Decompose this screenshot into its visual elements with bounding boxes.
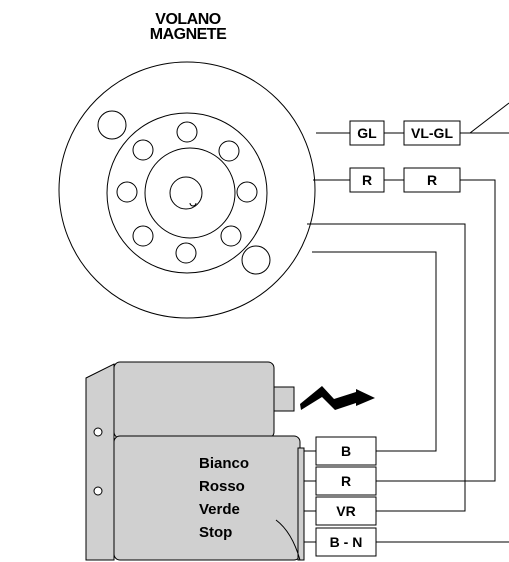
wire-r-to-connector [376, 179, 496, 482]
coil-mount-hole-bottom [93, 486, 103, 496]
coil-label-rosso: Rosso [199, 478, 245, 495]
flywheel-outer-rim [58, 61, 316, 319]
flywheel-shaft [169, 176, 203, 210]
coil-core [113, 361, 275, 439]
coil-mounting-plate [85, 363, 115, 561]
wire-bianco-to-connector [312, 251, 437, 452]
flywheel-inner-ring [106, 112, 268, 274]
shaft-key [189, 202, 197, 207]
label-gl: GL [357, 125, 377, 141]
coil-mount-hole-top [93, 427, 103, 437]
flywheel-hub-ring [144, 147, 236, 239]
flywheel-magneto [58, 61, 316, 319]
ground-lead [275, 519, 301, 561]
flywheel-bolt-holes [116, 121, 258, 264]
label-r-right: R [427, 172, 437, 188]
coil-label-verde: Verde [199, 501, 240, 518]
connector-block [315, 436, 377, 557]
coil-label-bianco: Bianco [199, 455, 249, 472]
label-connector-bn: B - N [330, 534, 363, 550]
spark-arrow [300, 386, 375, 410]
wire-verde-to-connector [307, 223, 466, 512]
hv-terminal [273, 386, 295, 412]
title-line-1: VOLANO [155, 11, 221, 28]
title-line-2: MAGNETE [149, 26, 227, 43]
diagram-title: VOLANO MAGNETE [128, 11, 248, 43]
ignition-coil [85, 361, 305, 561]
label-r-left: R [362, 172, 372, 188]
coil-label-stop: Stop [199, 524, 232, 541]
flywheel-magnet-hole-top [97, 110, 127, 140]
label-vl-gl: VL-GL [411, 125, 453, 141]
label-connector-r: R [341, 473, 351, 489]
label-connector-vr: VR [336, 503, 355, 519]
wire-vlgl-exit-top [460, 102, 509, 134]
label-connector-b: B [341, 443, 351, 459]
flywheel-magnet-hole-bottom [241, 245, 271, 275]
coil-cap [297, 447, 305, 561]
